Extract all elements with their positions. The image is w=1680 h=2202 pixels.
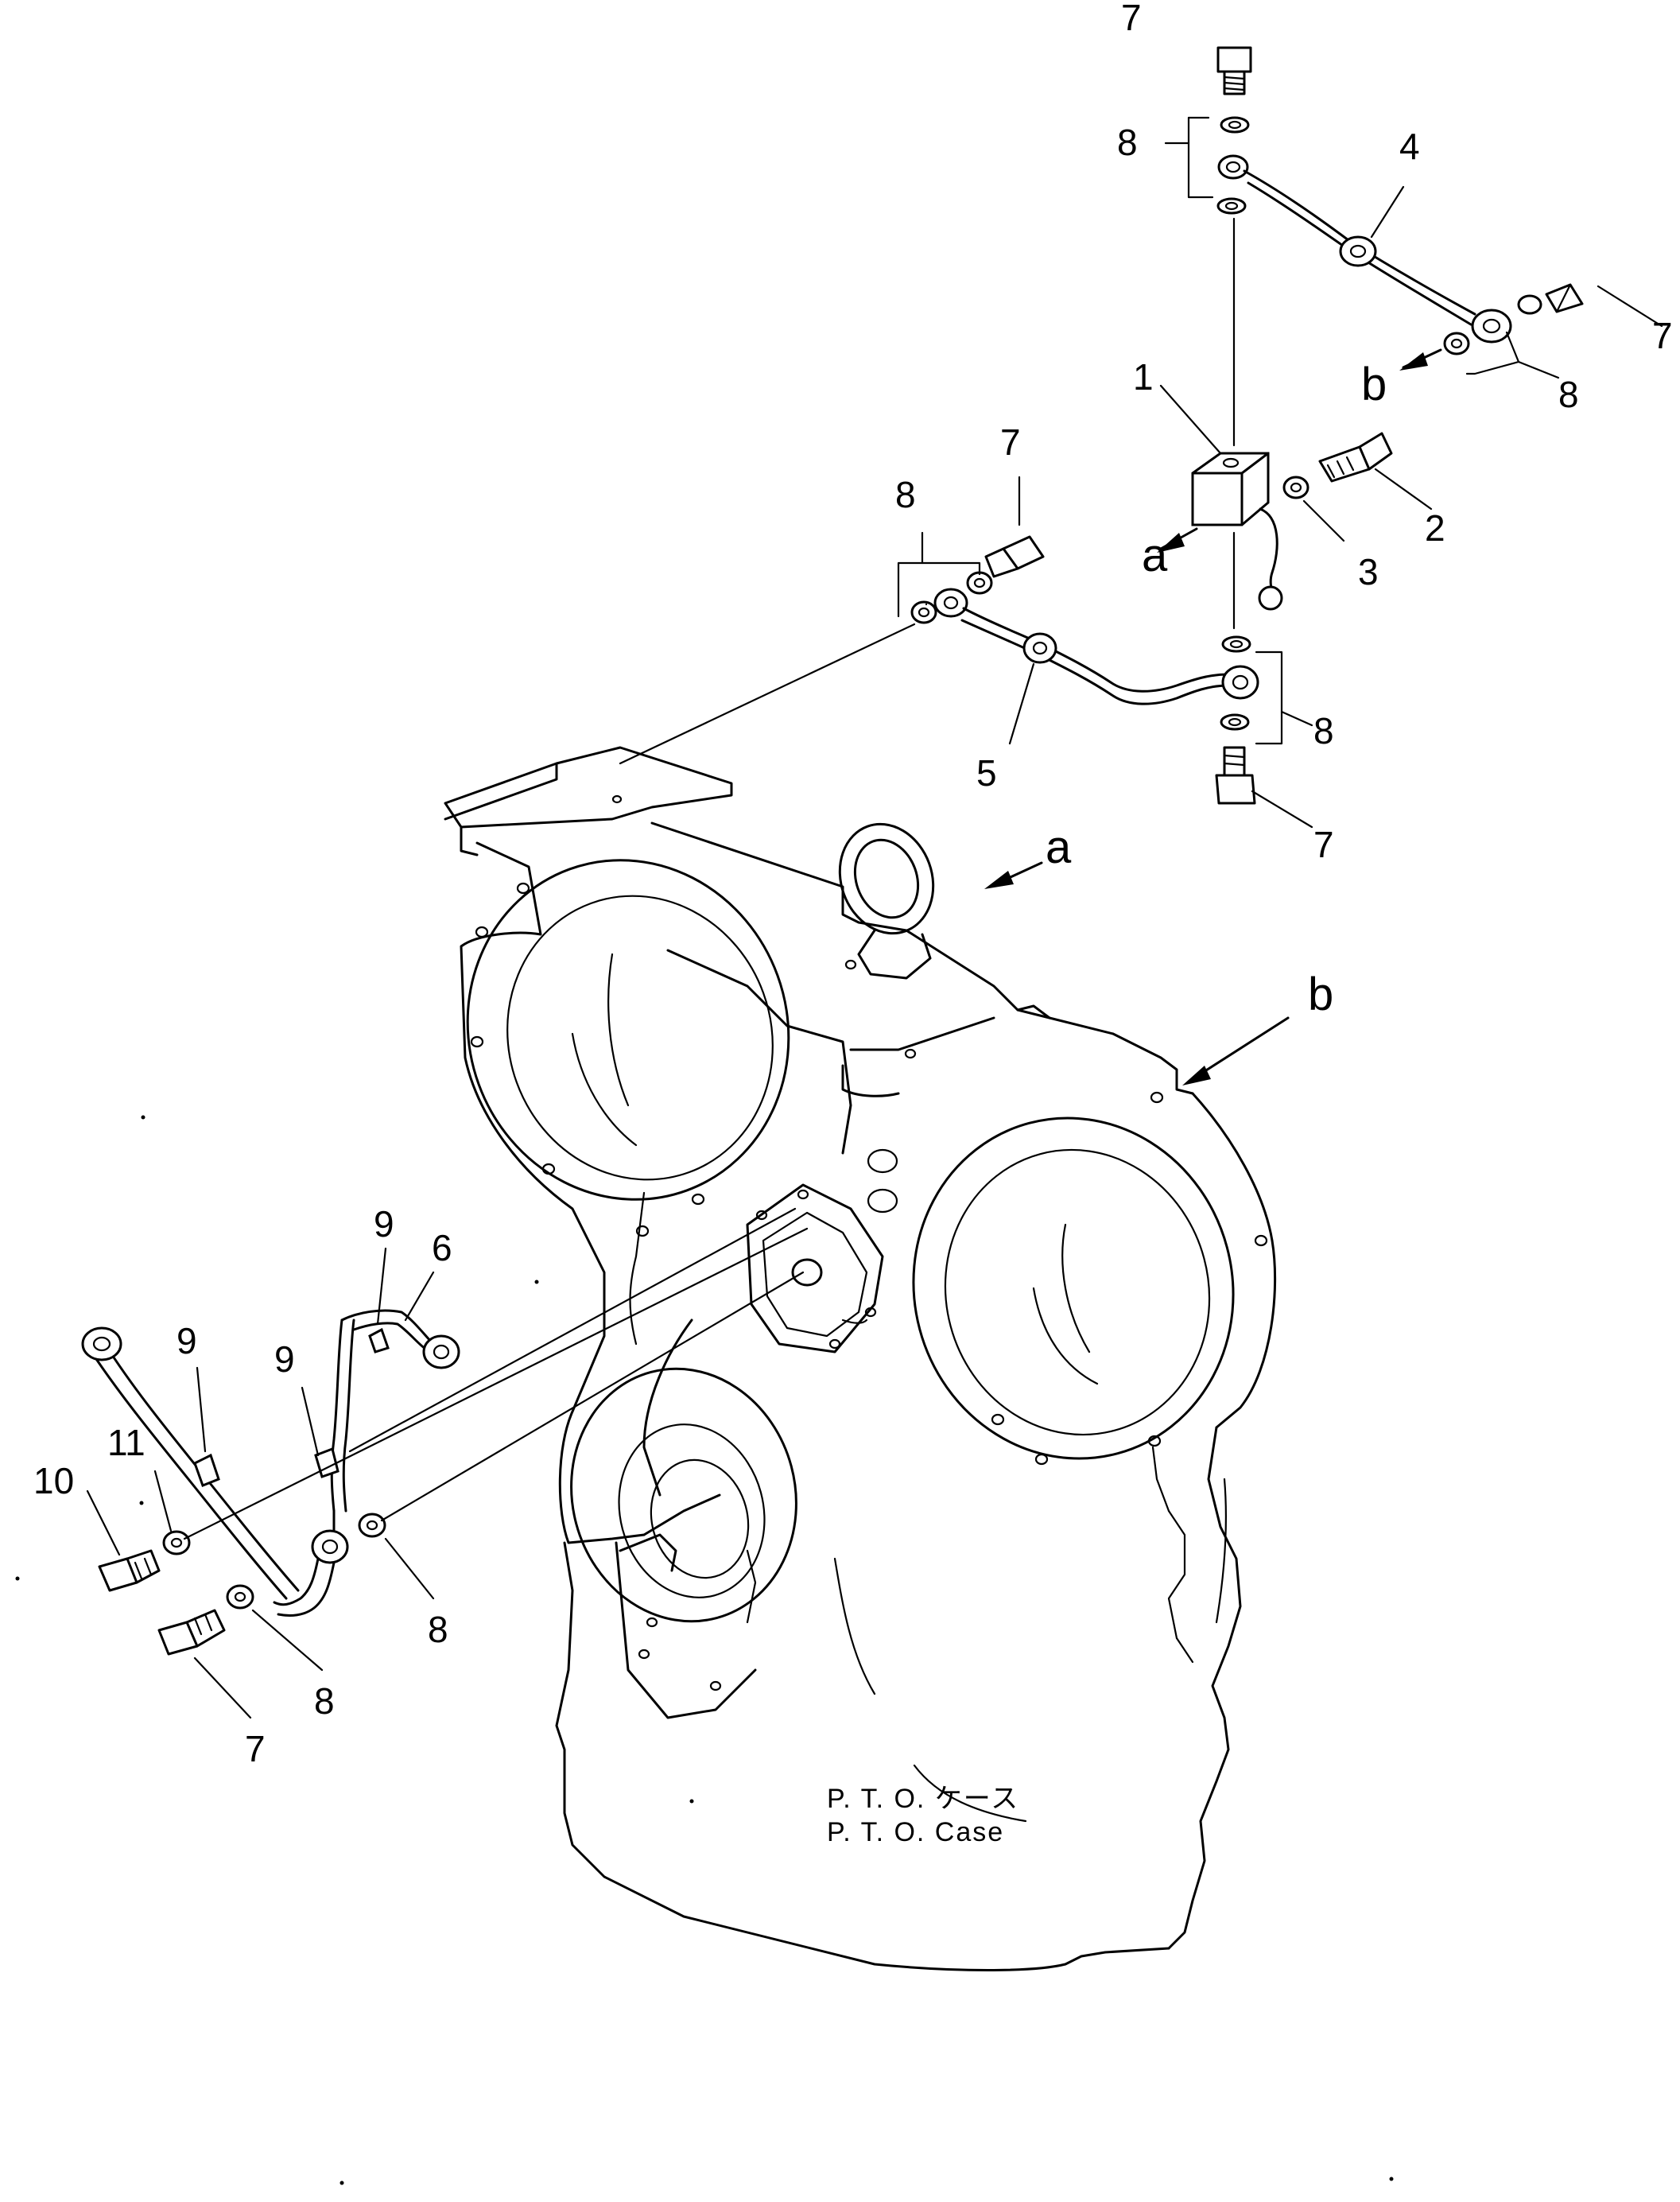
callout-9-left: 9 (177, 1320, 197, 1361)
caption-japanese: P. T. O. ケース (827, 1784, 1019, 1814)
washer-3 (1282, 476, 1345, 542)
callout-1: 1 (1133, 356, 1154, 398)
block-1 (1159, 384, 1283, 611)
left-assembly-lines (183, 1207, 809, 1540)
callout-lower-8: 8 (1313, 710, 1334, 751)
callout-9-mid: 9 (274, 1338, 295, 1380)
pto-case-body (444, 746, 1277, 1971)
lower-bolt-7 (1215, 746, 1313, 829)
left-leader-lines (86, 1247, 435, 1719)
callout-right-7: 7 (1652, 315, 1673, 356)
callout-top-8: 8 (1117, 122, 1138, 163)
left-washer-8b (226, 1584, 254, 1610)
callout-left-8b: 8 (314, 1680, 335, 1722)
callout-3: 3 (1358, 551, 1379, 592)
callout-9-top: 9 (374, 1203, 394, 1245)
callout-2: 2 (1425, 507, 1445, 549)
lower-washers-8 (1220, 635, 1313, 745)
case-a-arrow (984, 861, 1043, 889)
callout-a-top: a (1142, 530, 1168, 581)
b-arrow-top (1399, 348, 1442, 371)
callout-case-a: a (1046, 821, 1072, 873)
callout-10: 10 (33, 1460, 74, 1501)
tube-4 (1243, 169, 1512, 344)
tube-5 (933, 588, 1259, 745)
right-washer-8 (1443, 331, 1560, 379)
bolt-2 (1318, 432, 1433, 511)
top-washers-8 (1164, 116, 1250, 215)
left-washer-11 (162, 1530, 191, 1555)
stray-dots (15, 1115, 1394, 2185)
left-bolt-7 (157, 1609, 226, 1656)
callout-4: 4 (1399, 126, 1420, 167)
mid-bolt-7 (984, 476, 1045, 578)
callout-right-8: 8 (1558, 374, 1579, 415)
mid-washers-8 (619, 531, 993, 765)
callout-b-top: b (1361, 359, 1387, 410)
a-arrow-top (1157, 527, 1198, 553)
callout-mid-7: 7 (1000, 421, 1021, 463)
top-bolt-7 (1216, 46, 1252, 95)
right-bolt-7 (1517, 283, 1663, 328)
callout-11: 11 (107, 1422, 145, 1463)
callout-left-8a: 8 (428, 1609, 448, 1650)
left-bolt-10 (98, 1549, 161, 1592)
callout-5: 5 (976, 752, 997, 794)
caption-english: P. T. O. Case (827, 1817, 1004, 1847)
callout-case-b: b (1308, 969, 1333, 1020)
callout-lower-7: 7 (1313, 824, 1334, 865)
case-b-arrow (1182, 1016, 1290, 1085)
left-washer-8a (358, 1513, 386, 1538)
callout-mid-8: 8 (895, 474, 916, 515)
callout-left-7: 7 (245, 1728, 266, 1769)
callout-top-7: 7 (1121, 0, 1142, 38)
tube-6-assembly (81, 1309, 460, 1617)
callout-6: 6 (432, 1227, 452, 1268)
